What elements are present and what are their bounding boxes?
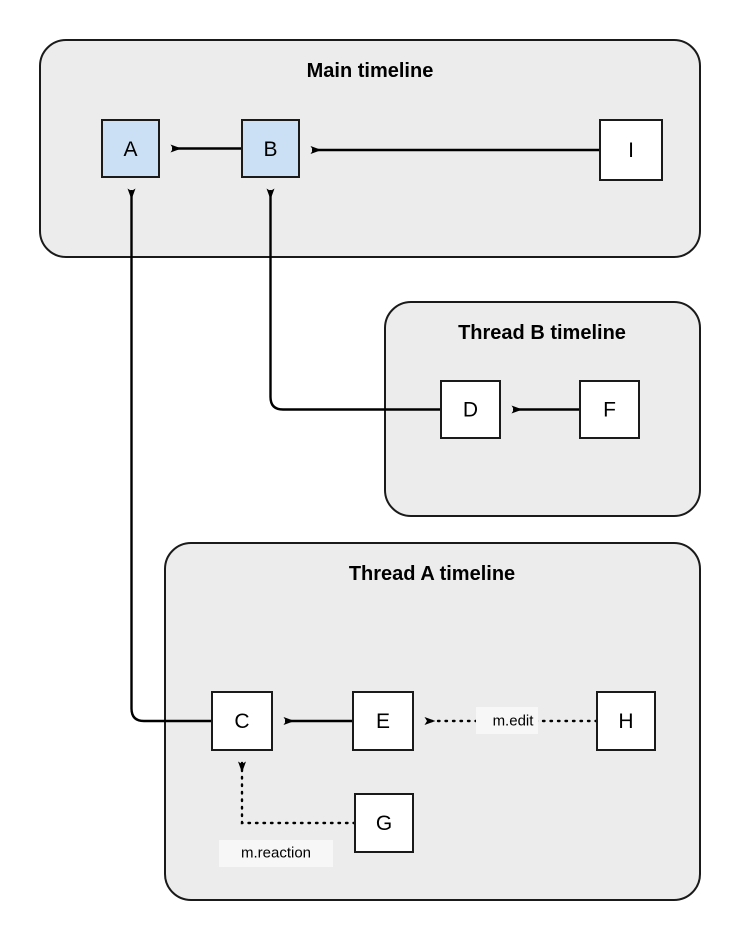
node-d-rect [440,380,501,439]
node-e[interactable]: E [352,691,414,751]
panel-main-timeline[interactable]: Main timeline [39,39,701,258]
node-g[interactable]: G [354,793,414,853]
edge-d-to-b [266,188,441,411]
edge-c-to-a [127,188,212,723]
edge-label-m-reaction-bg [219,840,333,867]
edge-label-m-reaction: m.reaction [219,840,333,867]
node-i-rect [599,119,663,181]
node-c-rect [211,691,273,751]
panel-thread-b-timeline-title: Thread B timeline [458,322,626,344]
edge-label-m-edit-text: m.edit [493,713,535,730]
node-a[interactable]: A [101,119,160,178]
node-h[interactable]: H [596,691,656,751]
node-g-rect [354,793,414,853]
node-c[interactable]: C [211,691,273,751]
node-e-label: E [376,710,390,733]
node-d-label: D [463,399,478,422]
node-b[interactable]: B [241,119,300,178]
node-g-label: G [376,812,392,835]
panel-main-timeline-title: Main timeline [307,60,434,82]
edge-label-m-edit: m.edit [476,707,538,734]
node-a-rect [101,119,160,178]
node-b-rect [241,119,300,178]
node-c-label: C [234,710,249,733]
node-d[interactable]: D [440,380,501,439]
node-e-rect [352,691,414,751]
edge-label-m-edit-bg [476,707,538,734]
node-b-label: B [263,138,277,161]
panel-thread-a-timeline-title: Thread A timeline [349,563,515,585]
node-a-label: A [123,138,137,161]
edge-g-to-c [238,761,357,825]
node-i[interactable]: I [599,119,663,181]
node-h-label: H [618,710,633,733]
panel-main-timeline-rect [39,39,701,258]
node-h-rect [596,691,656,751]
node-f-rect [579,380,640,439]
node-i-label: I [628,139,634,162]
edge-label-m-reaction-text: m.reaction [241,845,311,862]
node-f[interactable]: F [579,380,640,439]
node-f-label: F [603,399,616,422]
